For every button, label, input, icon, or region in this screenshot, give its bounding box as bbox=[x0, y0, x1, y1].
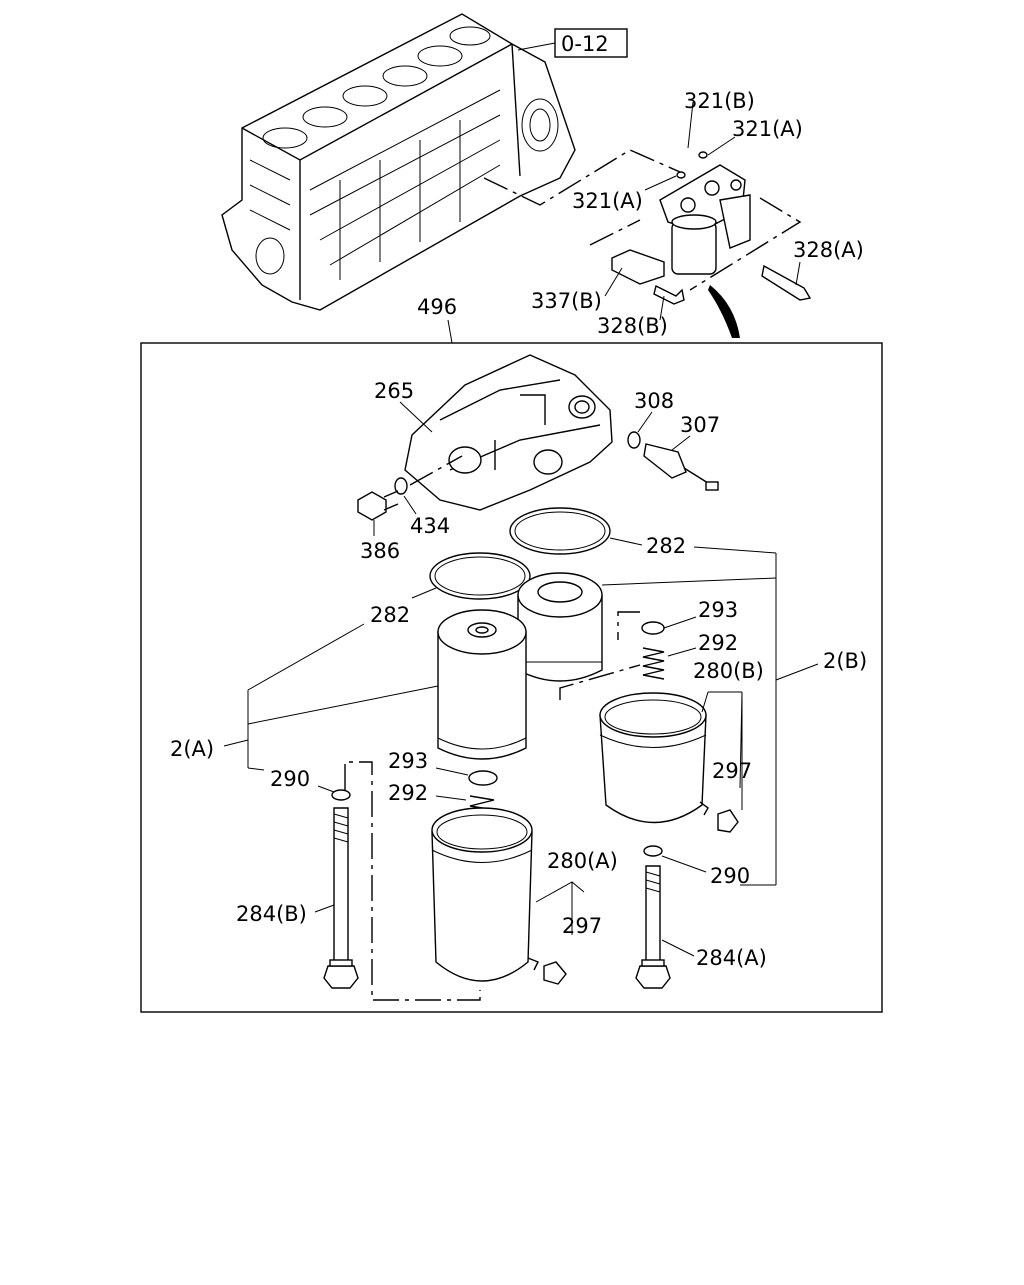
callout-292-mid: 292 bbox=[388, 781, 428, 805]
callout-328b: 328(B) bbox=[597, 314, 668, 338]
callout-265: 265 bbox=[374, 379, 414, 403]
callout-321a-left: 321(A) bbox=[572, 189, 643, 213]
callout-308: 308 bbox=[634, 389, 674, 413]
part-307-sensor bbox=[643, 443, 719, 491]
callout-297-mid: 297 bbox=[562, 914, 602, 938]
filter-element-2b bbox=[517, 572, 603, 682]
callout-280b: 280(B) bbox=[693, 659, 764, 683]
callout-337b: 337(B) bbox=[531, 289, 602, 313]
filter-element-2a bbox=[437, 609, 527, 760]
callout-284b: 284(B) bbox=[236, 902, 307, 926]
callout-434: 434 bbox=[410, 514, 450, 538]
part-297-plug-right bbox=[717, 809, 739, 833]
callout-282-left: 282 bbox=[370, 603, 410, 627]
engine-block bbox=[221, 13, 576, 311]
part-282-oring-right bbox=[509, 507, 611, 555]
callout-284a: 284(A) bbox=[696, 946, 767, 970]
part-290-washer-right bbox=[643, 845, 663, 857]
callout-386: 386 bbox=[360, 539, 400, 563]
group-bracket-2a bbox=[223, 623, 439, 771]
part-280b-bowl bbox=[599, 692, 709, 824]
part-297-plug-mid bbox=[543, 961, 567, 985]
callout-328a: 328(A) bbox=[793, 238, 864, 262]
callout-282-top: 282 bbox=[646, 534, 686, 558]
callout-321a-top: 321(A) bbox=[732, 117, 803, 141]
part-386-bolt bbox=[357, 490, 399, 521]
part-284b-long-bolt bbox=[323, 807, 359, 989]
callout-307: 307 bbox=[680, 413, 720, 437]
reference-box-label: 0-12 bbox=[561, 32, 609, 56]
callout-280a: 280(A) bbox=[547, 849, 618, 873]
callout-290-right: 290 bbox=[710, 864, 750, 888]
callout-293-mid: 293 bbox=[388, 749, 428, 773]
callout-496: 496 bbox=[417, 295, 457, 319]
filter-head bbox=[404, 354, 613, 511]
part-293-washer-right bbox=[641, 621, 665, 635]
part-284a-bolt bbox=[635, 865, 671, 989]
part-292-spring-right bbox=[642, 647, 665, 680]
reference-box: 0-12 bbox=[517, 28, 628, 58]
part-282-oring-left bbox=[429, 552, 531, 600]
callout-290-left: 290 bbox=[270, 767, 310, 791]
part-293-washer-mid bbox=[468, 770, 498, 786]
group-bracket-2b bbox=[601, 546, 819, 886]
callout-297-right: 297 bbox=[712, 759, 752, 783]
part-434-oring bbox=[394, 477, 408, 495]
callout-2b: 2(B) bbox=[823, 649, 867, 673]
callout-293-right: 293 bbox=[698, 598, 738, 622]
detail-frame bbox=[140, 342, 883, 1013]
part-280a-bowl bbox=[431, 807, 539, 982]
callout-2a: 2(A) bbox=[170, 737, 214, 761]
callout-321b: 321(B) bbox=[684, 89, 755, 113]
part-308-washer bbox=[627, 431, 641, 449]
callout-292-right: 292 bbox=[698, 631, 738, 655]
part-290-washer-left bbox=[331, 789, 351, 801]
filter-assembly-small bbox=[589, 101, 812, 338]
